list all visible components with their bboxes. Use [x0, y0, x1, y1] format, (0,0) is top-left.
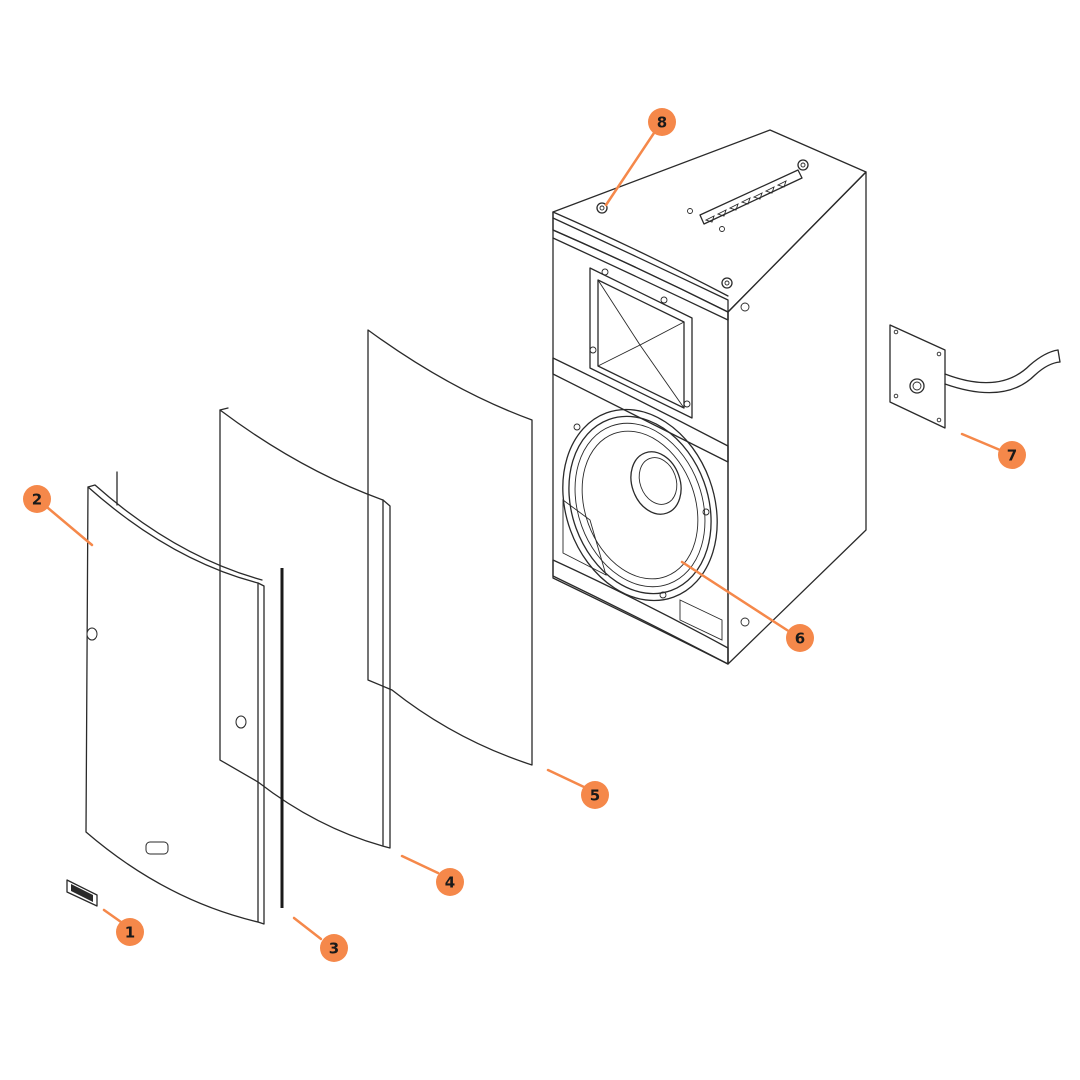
- callout-4: 4: [436, 868, 464, 896]
- leader-4: [400, 854, 440, 875]
- callout-3: 3: [320, 934, 348, 962]
- middle-acoustic-panel: [219, 407, 391, 849]
- leader-2: [46, 506, 94, 547]
- callout-4-label: 4: [445, 874, 455, 892]
- leader-8: [604, 131, 656, 207]
- callout-6-label: 6: [795, 630, 805, 648]
- leader-7: [960, 432, 1002, 452]
- callout-5-label: 5: [590, 787, 600, 805]
- leader-3: [292, 916, 323, 941]
- callout-2: 2: [23, 485, 51, 513]
- callout-7-label: 7: [1007, 447, 1017, 465]
- leader-6: [680, 560, 792, 634]
- leader-5: [546, 768, 586, 789]
- callout-8-label: 8: [657, 114, 667, 132]
- logo-badge: [66, 879, 98, 907]
- callout-6: 6: [786, 624, 814, 652]
- leader-1: [102, 908, 123, 924]
- callout-leaders: [46, 131, 1002, 941]
- callout-7: 7: [998, 441, 1026, 469]
- callout-3-label: 3: [329, 940, 339, 958]
- callout-2-label: 2: [32, 491, 42, 509]
- rear-acoustic-panel: [367, 329, 533, 766]
- callout-8: 8: [648, 108, 676, 136]
- callout-1-label: 1: [125, 924, 135, 942]
- input-connector-plate: [889, 324, 1061, 429]
- callout-1: 1: [116, 918, 144, 946]
- front-grille: [85, 471, 265, 925]
- speaker-cabinet: [552, 129, 867, 665]
- callout-5: 5: [581, 781, 609, 809]
